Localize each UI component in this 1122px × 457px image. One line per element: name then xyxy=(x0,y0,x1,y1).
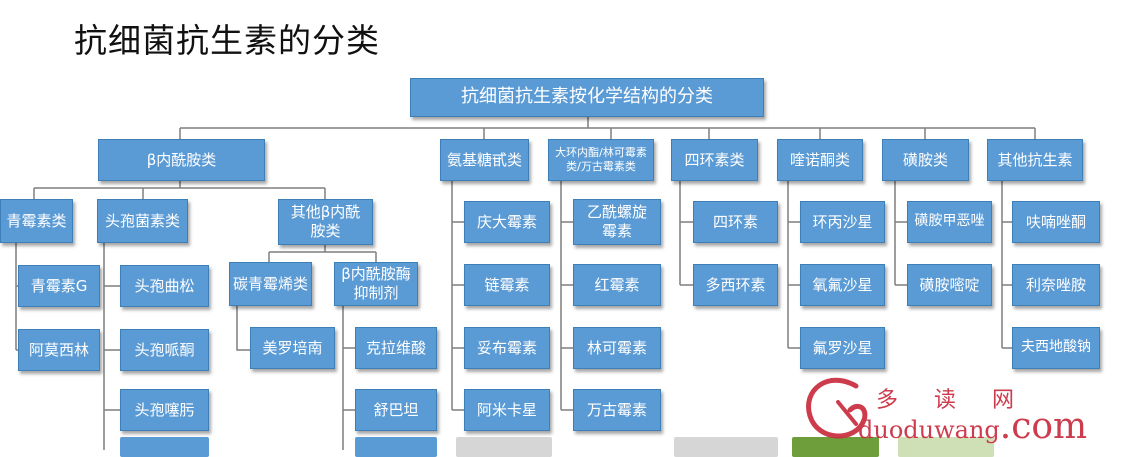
leaf-doxycycline: 多西环素 xyxy=(693,264,778,306)
leaf-ciprofloxacin: 环丙沙星 xyxy=(800,201,885,243)
leaf-streptomycin: 链霉素 xyxy=(464,264,550,306)
watermark-url-main: duoduwang xyxy=(858,416,1000,444)
watermark: 多读网 duoduwang.com xyxy=(798,372,1122,452)
node-macrolide: 大环内酯/林可霉素类/万古霉素类 xyxy=(548,139,654,181)
root-node: 抗细菌抗生素按化学结构的分类 xyxy=(410,78,764,117)
leaf-ceftriaxone: 头孢曲松 xyxy=(120,265,209,307)
leaf-cefoperazone: 头孢哌酮 xyxy=(120,329,209,371)
leaf-meropenem: 美罗培南 xyxy=(250,327,335,369)
leaf-tetracycline: 四环素 xyxy=(693,201,778,243)
leaf-linezolid: 利奈唑胺 xyxy=(1012,264,1100,306)
node-cephalosporin: 头孢菌素类 xyxy=(97,199,188,243)
leaf-acetylspiramycin: 乙酰螺旋霉素 xyxy=(573,199,661,245)
leaf-gentamicin: 庆大霉素 xyxy=(464,201,550,243)
leaf-furazolidone: 呋喃唑酮 xyxy=(1012,201,1100,243)
leaf-penicillin-g: 青霉素G xyxy=(18,265,100,307)
watermark-cn-text: 多读网 xyxy=(876,388,1051,413)
leaf-fleroxacin: 氟罗沙星 xyxy=(800,327,885,369)
node-other-beta-lactam: 其他β内酰胺类 xyxy=(278,199,373,245)
node-sulfonamide: 磺胺类 xyxy=(882,139,969,181)
node-other-antibiotics: 其他抗生素 xyxy=(987,139,1083,181)
leaf-lincomycin: 林可霉素 xyxy=(573,327,661,369)
leaf-erythromycin: 红霉素 xyxy=(573,264,661,306)
leaf-sulbactam: 舒巴坦 xyxy=(355,389,437,431)
leaf-cefotaxime: 头孢噻肟 xyxy=(120,389,209,431)
node-tetracycline: 四环素类 xyxy=(671,139,758,181)
page-title: 抗细菌抗生素的分类 xyxy=(74,21,380,60)
node-penicillin: 青霉素类 xyxy=(0,199,73,243)
watermark-logo-icon xyxy=(806,377,868,439)
leaf-amikacin: 阿米卡星 xyxy=(464,389,550,431)
leaf-tobramycin: 妥布霉素 xyxy=(464,327,550,369)
node-beta-lactam: β内酰胺类 xyxy=(98,139,265,181)
cutoff-box xyxy=(456,437,552,457)
node-carbapenem: 碳青霉烯类 xyxy=(229,262,312,306)
node-quinolone: 喹诺酮类 xyxy=(777,139,863,181)
cutoff-box xyxy=(355,437,437,457)
leaf-clavulanic-acid: 克拉维酸 xyxy=(355,327,437,369)
watermark-url: duoduwang.com xyxy=(858,406,1087,447)
leaf-amoxicillin: 阿莫西林 xyxy=(18,329,100,371)
cutoff-box xyxy=(120,437,209,457)
watermark-url-tld: .com xyxy=(999,406,1088,447)
node-beta-lactamase-inhibitor: β内酰胺酶抑制剂 xyxy=(334,262,418,306)
leaf-fusidate-sodium: 夫西地酸钠 xyxy=(1012,327,1100,369)
leaf-sulfamethoxazole: 磺胺甲恶唑 xyxy=(907,201,992,243)
leaf-vancomycin: 万古霉素 xyxy=(573,389,661,431)
leaf-sulfadiazine: 磺胺嘧啶 xyxy=(907,264,992,306)
cutoff-box xyxy=(674,437,778,457)
leaf-ofloxacin: 氧氟沙星 xyxy=(800,264,885,306)
node-aminoglycoside: 氨基糖甙类 xyxy=(440,139,529,181)
